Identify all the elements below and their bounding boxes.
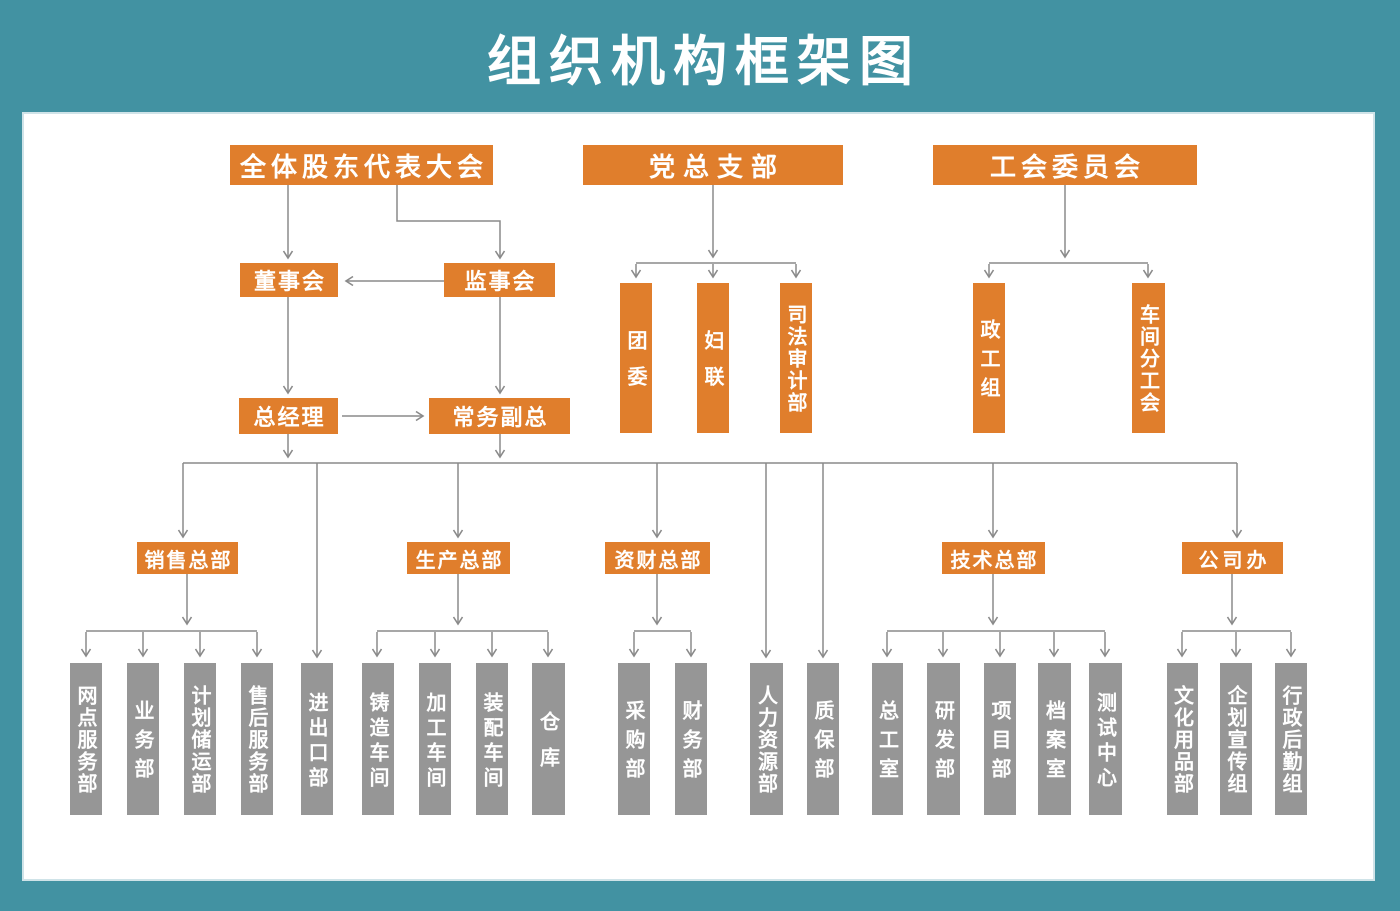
node-warehouse: 仓库	[532, 663, 565, 815]
node-sales-hq: 销售总部	[137, 542, 238, 574]
node-company-office: 公司办	[1182, 542, 1283, 574]
node-political-work-group: 政工组	[973, 283, 1005, 433]
node-network-service-dept: 网点服务部	[70, 663, 102, 815]
node-archives-room: 档案室	[1038, 663, 1071, 815]
node-admin-logistics-group: 行政后勤组	[1275, 663, 1307, 815]
node-assembly-workshop: 装配车间	[476, 663, 508, 815]
node-purchasing-dept: 采购部	[618, 663, 650, 815]
node-supervisory-board: 监事会	[444, 263, 555, 297]
node-finance-dept: 财务部	[675, 663, 707, 815]
node-union-committee: 工会委员会	[933, 145, 1197, 185]
node-womens-federation: 妇联	[697, 283, 729, 433]
node-youth-league: 团委	[620, 283, 652, 433]
node-judicial-audit-dept: 司法审计部	[780, 283, 812, 433]
node-testing-center: 测试中心	[1089, 663, 1122, 815]
node-planning-publicity-group: 企划宣传组	[1220, 663, 1252, 815]
node-after-sales-dept: 售后服务部	[241, 663, 273, 815]
node-project-dept: 项目部	[984, 663, 1016, 815]
node-cultural-goods-dept: 文化用品部	[1167, 663, 1198, 815]
node-human-resources-dept: 人力资源部	[750, 663, 783, 815]
node-business-dept: 业务部	[127, 663, 159, 815]
node-rd-dept: 研发部	[927, 663, 960, 815]
node-finance-hq: 资财总部	[605, 542, 710, 574]
node-general-manager: 总经理	[239, 398, 338, 434]
node-workshop-sub-union: 车间分工会	[1132, 283, 1165, 433]
page-title: 组织机构框架图	[487, 29, 921, 93]
node-casting-workshop: 铸造车间	[362, 663, 394, 815]
node-party-branch: 党总支部	[583, 145, 843, 185]
node-chief-engineer-office: 总工室	[872, 663, 903, 815]
node-planning-storage-dept: 计划储运部	[184, 663, 216, 815]
node-import-export-dept: 进出口部	[301, 663, 333, 815]
node-machining-workshop: 加工车间	[419, 663, 451, 815]
node-deputy-general-manager: 常务副总	[429, 398, 570, 434]
node-board-of-directors: 董事会	[240, 263, 338, 297]
node-shareholders-assembly: 全体股东代表大会	[230, 145, 493, 185]
node-technology-hq: 技术总部	[942, 542, 1045, 574]
node-production-hq: 生产总部	[407, 542, 510, 574]
node-quality-assurance-dept: 质保部	[807, 663, 839, 815]
